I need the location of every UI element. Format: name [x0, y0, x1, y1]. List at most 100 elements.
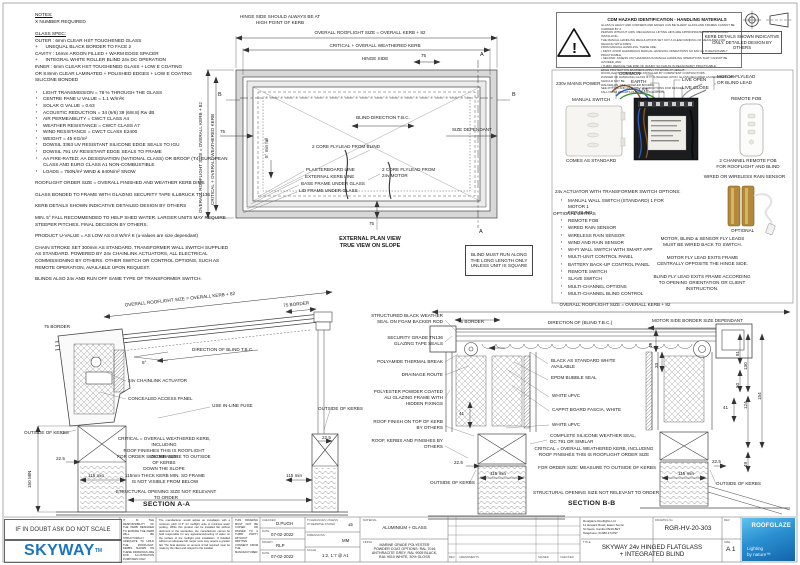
checked-label: CHECKED [262, 518, 276, 522]
aa-border-75-left: 75 BORDER [44, 324, 71, 329]
bb-dim-49-bottom: 49 [743, 461, 748, 467]
size-label: SIZE [724, 540, 731, 544]
section-marker-a-top: A [480, 52, 484, 58]
thermal-break-label: POLYAMIDE THERMAL BREAK [377, 359, 443, 364]
note-paragraph: MIN. 5° FALL RECOMMENDED TO HELP SHED WA… [35, 215, 226, 227]
aa-chainlink-actuator-label: 24v CHAINLINK ACTUATOR [128, 378, 188, 383]
do-not-scale-note: IF IN DOUBT ASK DO NOT SCALE [4, 519, 122, 541]
section-a-linework [35, 290, 348, 516]
note-paragraph: KERB DETAILS SHOWN INDICATIVE DETAILED D… [35, 203, 187, 209]
bb-outside-kerbs-left: OUTSIDE OF KERBS [430, 480, 475, 485]
glass-spec-line: + UNEQUAL BLACK BORDER TO FACE 2 [35, 44, 132, 50]
plan-dim-75-bottom: 75 [369, 221, 375, 226]
roofglaze-logo-tagline: Lighting by nature™ [747, 546, 771, 557]
optional-label: OPTIONAL [731, 228, 755, 233]
plan-hinge-side: HINGE SIDE [361, 56, 389, 61]
hazard-line: WALKED ON. USE CRAWLER BOARDS. [601, 82, 655, 87]
bb-white-upvc-label-2: WHITE uPVC [552, 422, 581, 427]
pitch-advice-note: The manufacturer would advise an install… [159, 519, 230, 550]
two-channel-fob-label: 2 CHANNEL REMOTE FOB FOR ROOFLIGHT AND B… [716, 158, 780, 169]
sensor-wiring-note: MOTOR, BLIND & SENSOR FLY LEADS MUST BE … [660, 236, 745, 247]
optional-extra-item: MULTI-CHANNEL BLIND CONTROL [560, 291, 660, 298]
svg-text:!: ! [572, 40, 577, 57]
tolerances-label: TOLERANCES UNLESS OTHERWISE STATED [307, 518, 338, 526]
bb-dim-154: 154 [757, 392, 762, 400]
spec-bullet: WEATHER RESISTANCE = CWCT CLASS A7 [35, 123, 232, 130]
plan-blind-direction: BLIND DIRECTION T.B.C. [356, 115, 410, 120]
optional-extra-item: REMOTE SWITCH [560, 269, 660, 276]
rain-sensor-image [727, 185, 776, 236]
hazard-line: PERSON WITHOUT AIDS. MECHANICAL LIFTING … [601, 30, 729, 39]
rev-label: REV [724, 518, 730, 522]
bb-note-structural: STRUCTURAL OPENING SIZE NOT RELEVANT TO … [533, 490, 660, 495]
spec-bullet: AIR PERMEABILITY = CWCT CLASS A4 [35, 116, 232, 123]
amend-header-signed: SIGNED [538, 555, 549, 559]
drawing-no-label: DRAWING No [655, 518, 673, 522]
date-value-1: 07-02-2022 [271, 532, 294, 537]
hazard-line: THE MANUAL HANDLING REGULATIONS SET OUT … [601, 37, 726, 46]
material-label: MATERIAL [363, 518, 377, 522]
bb-dim-115-left: 115 min [490, 471, 507, 476]
note-paragraph: BLINDS ALSO 24v AND RUN OFF SAME TYPE OF… [35, 276, 202, 282]
bb-white-upvc-label-1: WHITE uPVC [552, 393, 581, 398]
glass-spec-line: OR 8.8mm CLEAR LAMINATED + POLISHED EDGE… [35, 70, 192, 76]
amend-header-checked: CHECKED [560, 555, 574, 559]
title-value: SKYWAY 24v HINGED FLATGLASS + INTEGRATED… [601, 544, 703, 558]
spec-bullet: DOWSIL 791 UV RESISTANT EDGE SEALS TO FR… [35, 149, 232, 156]
date-value-2: 07-02-2022 [271, 554, 294, 559]
spec-bullet: AA FIRE-RATED: AA DESIGNATION (NATIONAL … [35, 156, 232, 169]
checked-value: D.PUGH [276, 521, 294, 526]
notes-title: NOTES: [35, 12, 53, 17]
bb-dim-41-right: 41 [723, 405, 729, 410]
bb-dim-22-5-left: 22.5 [454, 460, 463, 465]
bb-dim-124: 124 [743, 401, 748, 409]
note-paragraph: CHAIN STROKE SET 300mm AS STANDARD. TRAN… [35, 244, 229, 270]
note-paragraph: GLASS BONDED TO FRAME WITH GLAZING SECUR… [35, 191, 211, 197]
aa-note-order: FOR ORDER SIZE: MEASURE TO OUTSIDE OF KE… [117, 454, 211, 471]
roof-kerbs-by-others-label: ROOF, KERBS AND FINISHES BY OTHERS [371, 438, 443, 449]
live-open-label: LIVE OPEN [682, 77, 707, 82]
date-label-1: DATE [262, 529, 270, 533]
kerb-indicative-note-box: KERB DETAILS SHOWN INDICATIVE ONLY. DETA… [702, 31, 782, 54]
bb-cappit-fascia-label: CAPPIT BOARD FASCIA, WHITE [552, 407, 622, 412]
aa-5-degrees: 5° [142, 360, 147, 365]
glazing-tape-label: SECURITY GRADE TN136 GLAZING TAPE SEALS [387, 335, 443, 346]
hazard-line: ROOFLIGHTS MUST ONLY BE INSTALLED BY COM… [601, 71, 706, 76]
hazard-line: FALL FROM HEIGHTS DURING INSTALLATION. [601, 89, 665, 94]
transformer-box-image [611, 83, 707, 161]
glass-spec-line: SILICONE BONDED [35, 77, 79, 83]
section-marker-b-right: B [512, 92, 516, 98]
scale-label: SCALE [307, 548, 317, 552]
hinge-high-point-note: HINGE SIDE SHOULD ALWAYS BE AT HIGH POIN… [239, 14, 321, 25]
bb-dim-130: 130 [743, 362, 748, 370]
section-marker-b-left: B [218, 92, 222, 98]
common-label: COMMON [619, 71, 641, 76]
bb-dim-81: 81 [735, 350, 740, 356]
plan-dim-overall: OVERALL ROOFLIGHT SIZE = OVERALL KERB + … [314, 30, 426, 35]
kerb-responsibility-note: IT IS THE RESPONSIBILITY OF THE KERB DES… [123, 519, 154, 561]
drawn-label: DRAWN [262, 540, 273, 544]
spec-bullet: CENTRE PANE U VALUE = 1.1 W/m²K [35, 96, 232, 103]
hazard-line: EDGE PROTECTION BARRIERS APPLY TO WORK A… [601, 67, 686, 72]
drawn-value: RLP [276, 543, 285, 548]
plan-size-dependant: SIZE DEPENDANT [452, 127, 492, 132]
amend-header-rev: REV [449, 555, 455, 559]
live-close-label: LIVE CLOSE [682, 85, 709, 90]
electrical-panel-box [551, 69, 794, 304]
optional-extra-item: WIRELESS RAIN SENSOR [560, 233, 660, 240]
bb-border-75: 75 BORDER [458, 319, 485, 324]
aa-dim-115-left: 115 min [88, 473, 105, 478]
glass-spec-heading: GLASS SPEC: [35, 31, 67, 37]
blind-run-note: BLIND MUST RUN ALONG THE LONG LENGTH ONL… [470, 251, 528, 269]
plan-plasterboard-line: PLASTERBOARD LINE [306, 167, 355, 172]
bb-outside-kerbs-right: OUTSIDE OF KERBS [716, 481, 761, 486]
plan-dim-critical: CRITICAL + OVERALL WEATHERED KERB [329, 42, 421, 48]
manual-wall-switch-option: MANUAL WALL SWITCH (STANDARD) 1 FOR MOTO… [560, 198, 664, 216]
cdm-hazard-lines: GLASS IS HEAVY AND CORNERS AND EDGES CAN… [601, 23, 737, 95]
plan-lid-frame-line: LID FRAME UNDER GLASS [299, 188, 358, 193]
amend-header-amendments: AMENDMENTS [459, 555, 479, 559]
warning-triangle-icon: ! [557, 28, 591, 57]
cdm-hazard-title: CDM HAZARD IDENTIFICATION - HANDLING MAT… [607, 17, 727, 22]
